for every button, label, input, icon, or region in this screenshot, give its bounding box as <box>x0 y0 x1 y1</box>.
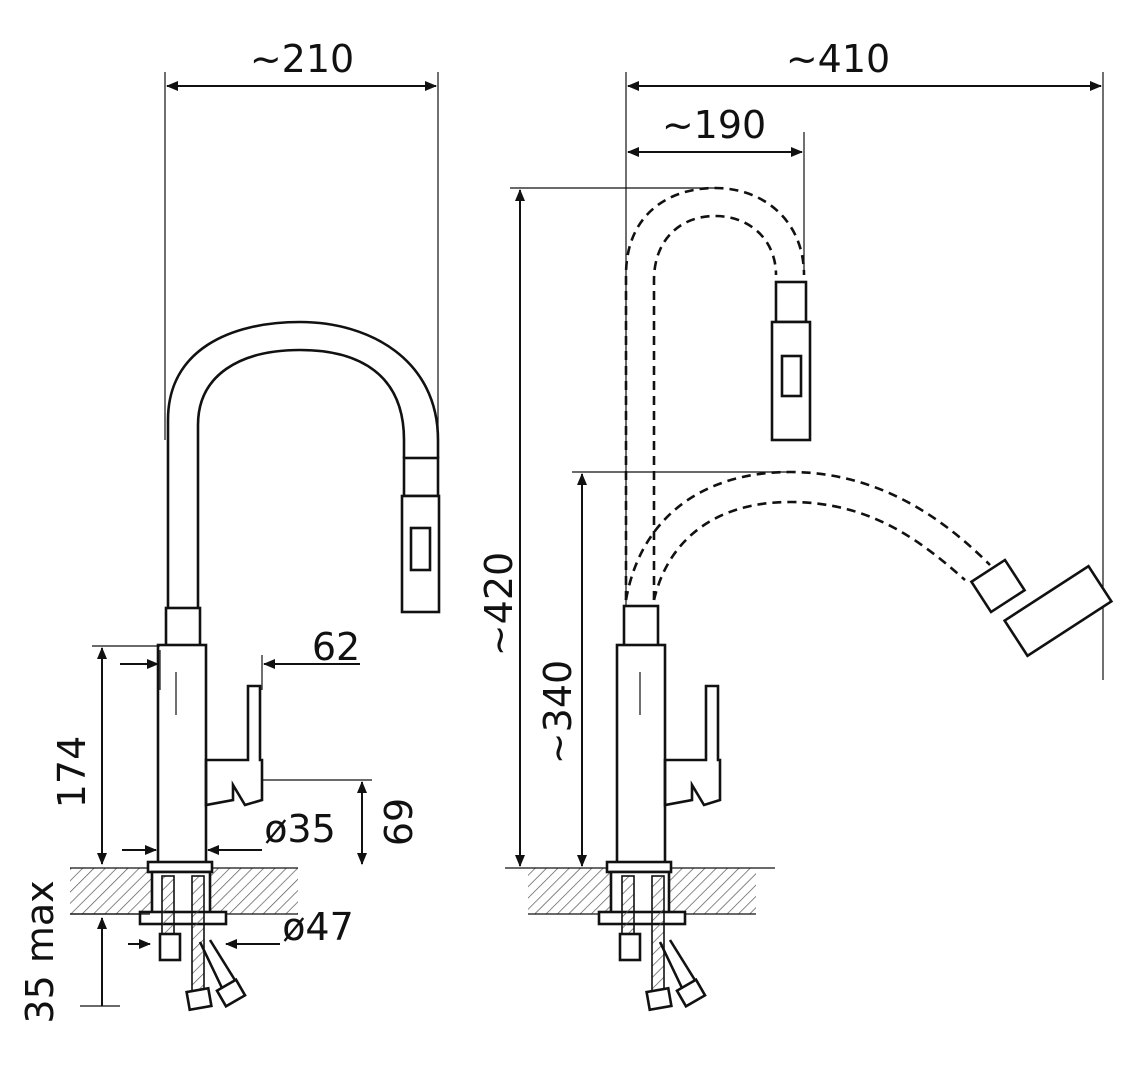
left-body <box>146 643 264 874</box>
dimension-raised-reach-190: ~190 <box>627 103 805 272</box>
dimension-width-210: ~210 <box>164 37 439 460</box>
label-height-174: 174 <box>50 736 94 809</box>
right-raised-spout <box>624 186 812 600</box>
left-mounting <box>138 870 247 1012</box>
dimension-lever-height-69: 69 <box>262 779 419 865</box>
label-width-210: ~210 <box>250 37 354 81</box>
left-spout <box>164 320 441 648</box>
label-raised-height-420: ~420 <box>477 552 521 656</box>
label-lever-height-69: 69 <box>375 798 419 846</box>
left-view: ~210 <box>18 37 441 1024</box>
dimension-diameter-35: ø35 <box>122 807 336 855</box>
dimension-diameter-47: ø47 <box>128 905 354 949</box>
label-lever-62: 62 <box>312 625 360 669</box>
right-view: ~410 ~190 <box>477 37 1114 1012</box>
dimension-lowered-height-340: ~340 <box>536 471 790 867</box>
label-lowered-height-340: ~340 <box>536 660 580 764</box>
label-raised-reach-190: ~190 <box>662 103 766 147</box>
dimension-reach-410: ~410 <box>625 37 1104 680</box>
dimension-lever-62: 62 <box>120 625 360 690</box>
label-reach-410: ~410 <box>786 37 890 81</box>
right-body <box>605 604 722 874</box>
dimension-counter-35-max: 35 max <box>18 880 150 1024</box>
label-diameter-35: ø35 <box>264 807 336 851</box>
right-lowered-spout <box>624 470 1114 658</box>
dimension-height-174: 174 <box>50 645 160 865</box>
label-diameter-47: ø47 <box>282 905 354 949</box>
right-mounting <box>597 870 707 1012</box>
dimension-raised-height-420: ~420 <box>477 187 715 867</box>
label-counter-35-max: 35 max <box>18 880 62 1023</box>
